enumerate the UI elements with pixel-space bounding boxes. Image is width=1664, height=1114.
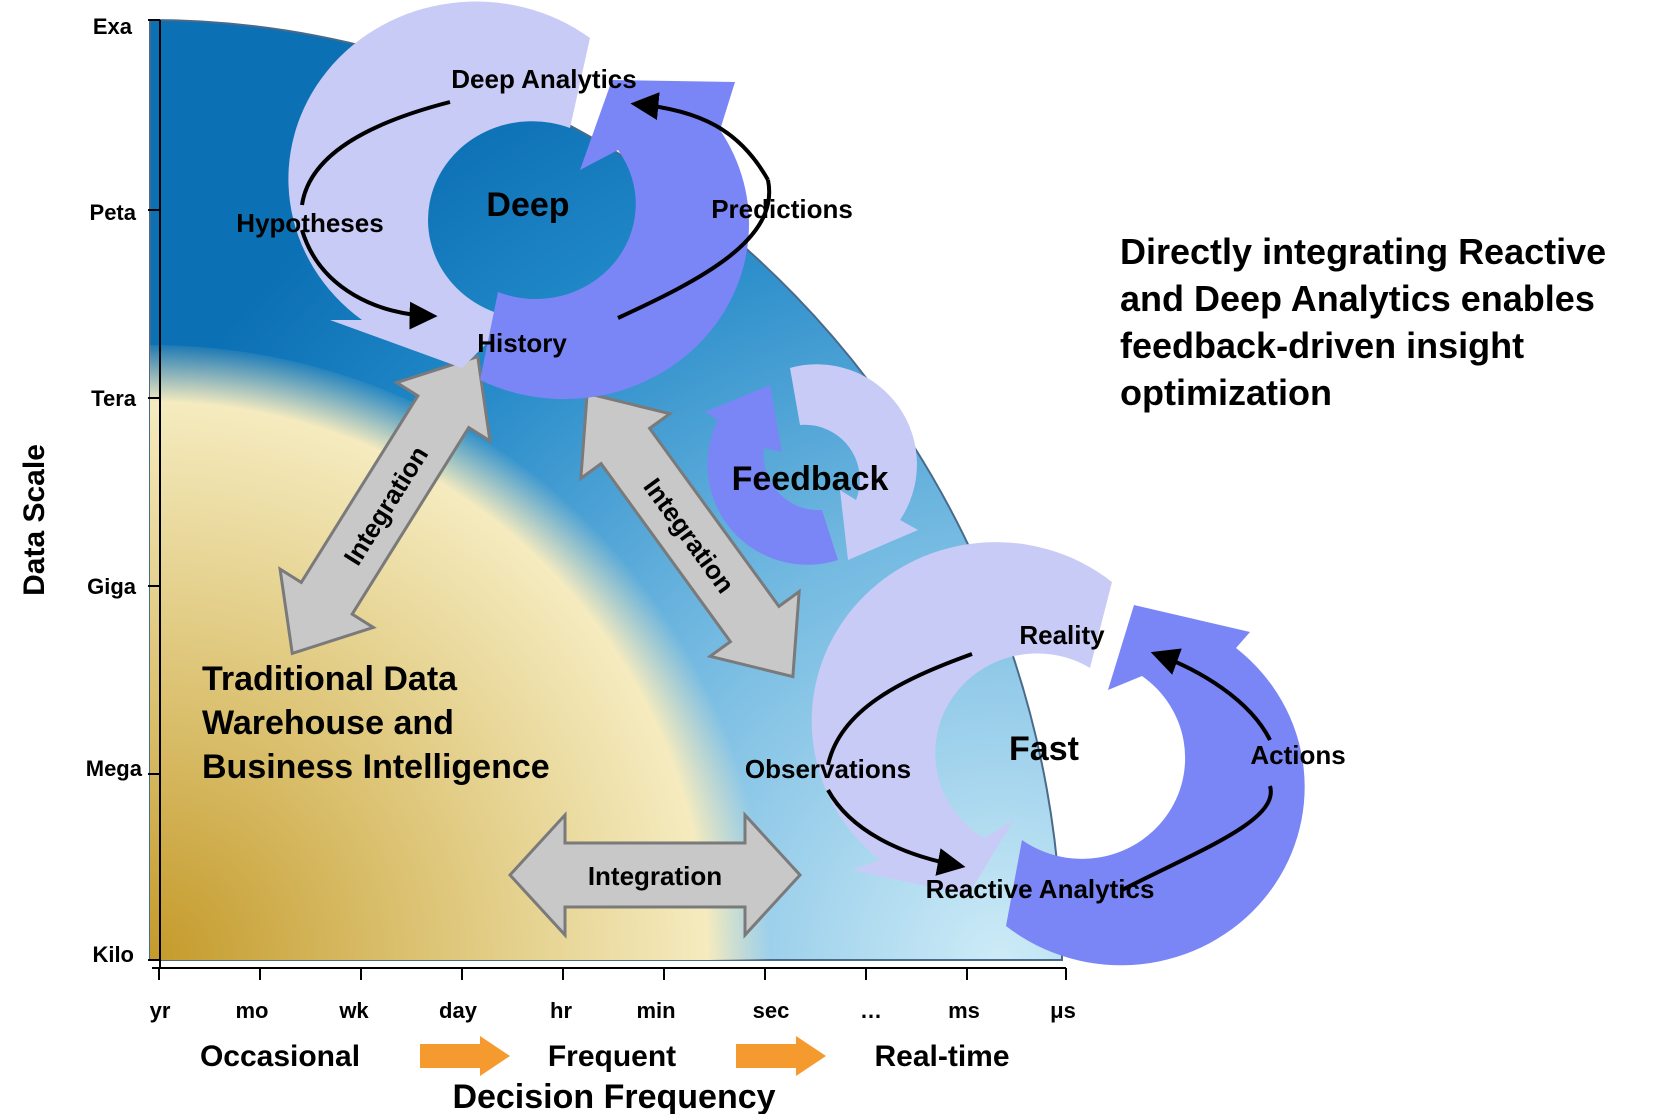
x-axis-title: Decision Frequency [452, 1078, 775, 1114]
stage-arrow-2 [736, 1036, 826, 1076]
fast-cycle-left: Observations [745, 754, 911, 784]
deep-cycle-center: Deep [486, 186, 569, 224]
x-tick-day: day [439, 998, 478, 1023]
deep-flow-analytics-to-hypotheses [300, 100, 451, 206]
fast-flow-reality-to-observations [826, 652, 973, 766]
frequency-stages: Occasional Frequent Real-time Decision F… [200, 1036, 1010, 1114]
fast-cycle-center: Fast [1009, 730, 1079, 768]
deep-flow-history-to-predictions [617, 179, 772, 320]
x-tick-min: min [636, 998, 675, 1023]
y-tick-kilo: Kilo [92, 942, 134, 967]
deep-cycle-left: Hypotheses [236, 208, 383, 238]
fast-cycle-light-arrow [811, 542, 1112, 895]
warehouse-label: Traditional Data Warehouse and Business … [202, 660, 550, 786]
x-tick-sec: sec [753, 998, 790, 1023]
feedback-cycle: Feedback [705, 364, 918, 565]
stage-arrow-1 [420, 1036, 510, 1076]
fast-cycle-bottom: Reactive Analytics [926, 874, 1155, 904]
x-tick-mo: mo [236, 998, 269, 1023]
y-tick-giga: Giga [87, 574, 137, 599]
deep-cycle-dark-arrow [480, 80, 750, 400]
deep-flow-hypotheses-to-history [300, 229, 438, 330]
fast-flow-observations-to-reactive [826, 789, 966, 876]
deep-cycle-top: Deep Analytics [451, 64, 636, 94]
side-note: Directly integrating Reactive and Deep A… [1120, 231, 1607, 413]
fast-cycle: Fast Reality Observations Actions Reacti… [745, 542, 1346, 966]
x-tick-hr: hr [550, 998, 572, 1023]
deep-cycle-bottom: History [477, 328, 567, 358]
stage-real-time: Real-time [874, 1040, 1009, 1073]
fast-cycle-top: Reality [1019, 620, 1105, 650]
feedback-cycle-center: Feedback [732, 460, 889, 498]
integration-arrow-diagonal-right: Integration [579, 391, 801, 679]
stage-occasional: Occasional [200, 1040, 360, 1073]
y-tick-mega: Mega [86, 756, 143, 781]
deep-flow-predictions-to-analytics [630, 92, 770, 181]
fast-flow-actions-to-reality [1150, 648, 1272, 741]
warehouse-label-line-2: Warehouse and [202, 704, 454, 742]
y-axis: Exa Peta Tera Giga Mega Kilo Data Scale [18, 14, 161, 968]
y-tick-tera: Tera [91, 386, 137, 411]
x-tick-ellipsis: … [860, 998, 882, 1023]
fast-cycle-right: Actions [1250, 740, 1345, 770]
warehouse-label-line-3: Business Intelligence [202, 748, 550, 786]
y-axis-title: Data Scale [18, 444, 51, 596]
x-tick-ms: ms [948, 998, 980, 1023]
warehouse-label-line-1: Traditional Data [202, 660, 458, 698]
integration-label-3: Integration [588, 861, 722, 891]
feedback-light-arrow [790, 364, 918, 560]
fast-flow-reactive-to-actions [1121, 785, 1273, 892]
integration-arrow-horizontal: Integration [507, 811, 803, 939]
feedback-dark-arrow [705, 385, 838, 565]
stage-frequent: Frequent [548, 1040, 676, 1073]
fast-cycle-dark-arrow [1006, 605, 1305, 966]
deep-cycle-light-arrow [288, 1, 590, 369]
x-axis: yr mo wk day hr min sec … ms μs [150, 967, 1076, 1023]
x-tick-wk: wk [338, 998, 369, 1023]
deep-cycle-right: Predictions [711, 194, 853, 224]
y-tick-exa: Exa [93, 14, 133, 39]
x-tick-yr: yr [150, 998, 171, 1023]
y-tick-peta: Peta [90, 200, 137, 225]
deep-cycle: Deep Deep Analytics Hypotheses Predictio… [236, 1, 853, 400]
x-tick-us: μs [1050, 998, 1076, 1023]
warehouse-region [150, 345, 775, 960]
